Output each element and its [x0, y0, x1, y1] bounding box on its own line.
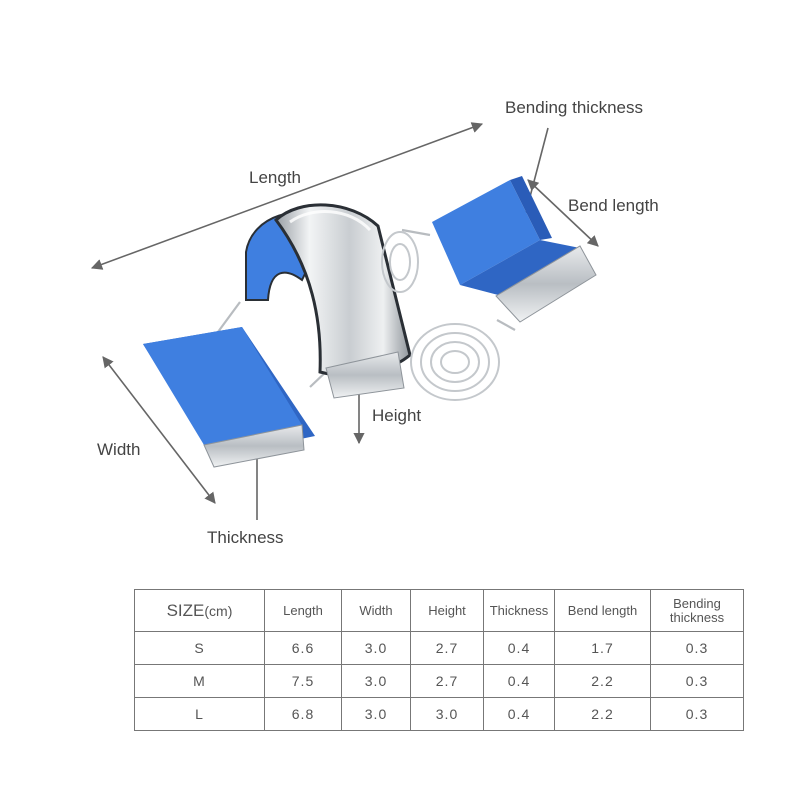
size-cell: M	[134, 664, 265, 698]
finger-splint-illustration	[90, 122, 599, 520]
width-arrow	[102, 356, 216, 504]
length-cell: 7.5	[264, 664, 342, 698]
thickness-cell: 0.4	[483, 697, 555, 731]
length-arrow	[90, 122, 484, 270]
bending-thickness-cell: 0.3	[650, 664, 744, 698]
width-cell: 3.0	[341, 631, 411, 665]
length-column-header: Length	[264, 589, 342, 632]
bending-thickness-column-header: Bending thickness	[650, 589, 744, 632]
height-label: Height	[372, 406, 422, 425]
table-row: S 6.6 3.0 2.7 0.4 1.7 0.3	[134, 631, 744, 665]
length-cell: 6.6	[264, 631, 342, 665]
size-label: SIZE	[166, 600, 205, 620]
bending-thickness-label: Bending thickness	[505, 98, 643, 117]
size-unit: (cm)	[204, 602, 233, 619]
middle-cuff	[245, 203, 412, 399]
thickness-cell: 0.4	[483, 631, 555, 665]
bending-thickness-cell: 0.3	[650, 697, 744, 731]
size-chart-table: SIZE(cm) Length Width Height Thickness B…	[134, 589, 744, 731]
bend-length-cell: 2.2	[554, 664, 651, 698]
length-label: Length	[249, 168, 301, 187]
width-label: Width	[97, 440, 141, 459]
width-cell: 3.0	[341, 664, 411, 698]
bend-length-arrow	[527, 179, 599, 247]
right-pad	[432, 176, 597, 323]
thickness-label: Thickness	[207, 528, 284, 547]
height-cell: 2.7	[410, 631, 484, 665]
size-cell: S	[134, 631, 265, 665]
length-cell: 6.8	[264, 697, 342, 731]
thickness-cell: 0.4	[483, 664, 555, 698]
table-header-row: SIZE(cm) Length Width Height Thickness B…	[134, 589, 744, 632]
height-cell: 3.0	[410, 697, 484, 731]
height-cell: 2.7	[410, 664, 484, 698]
thickness-column-header: Thickness	[483, 589, 555, 632]
size-cell: L	[134, 697, 265, 731]
bend-length-column-header: Bend length	[554, 589, 651, 632]
table-row: L 6.8 3.0 3.0 0.4 2.2 0.3	[134, 697, 744, 731]
left-pad	[143, 327, 315, 468]
bending-thickness-cell: 0.3	[650, 631, 744, 665]
size-column-header: SIZE(cm)	[134, 589, 265, 632]
bend-length-cell: 1.7	[554, 631, 651, 665]
width-cell: 3.0	[341, 697, 411, 731]
table-row: M 7.5 3.0 2.7 0.4 2.2 0.3	[134, 664, 744, 698]
coil-springs	[381, 231, 500, 401]
bend-length-cell: 2.2	[554, 697, 651, 731]
height-column-header: Height	[410, 589, 484, 632]
width-column-header: Width	[341, 589, 411, 632]
bend-length-label: Bend length	[568, 196, 659, 215]
